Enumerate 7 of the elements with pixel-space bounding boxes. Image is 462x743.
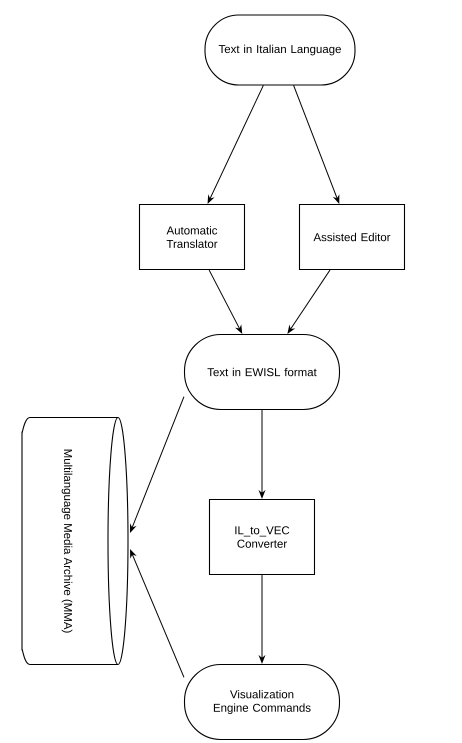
terminal-box: Text in Italian Language — [204, 14, 356, 86]
process-box: Assisted Editor — [298, 204, 406, 270]
terminal-box: Text in EWISL format — [184, 334, 340, 410]
process-box: Automatic Translator — [138, 204, 246, 270]
database-cylinder: Multilanguage Media Archive (MMA) — [21, 416, 129, 666]
process-box: IL_to_VEC Converter — [208, 498, 316, 576]
terminal-box: Visualization Engine Commands — [184, 664, 340, 740]
